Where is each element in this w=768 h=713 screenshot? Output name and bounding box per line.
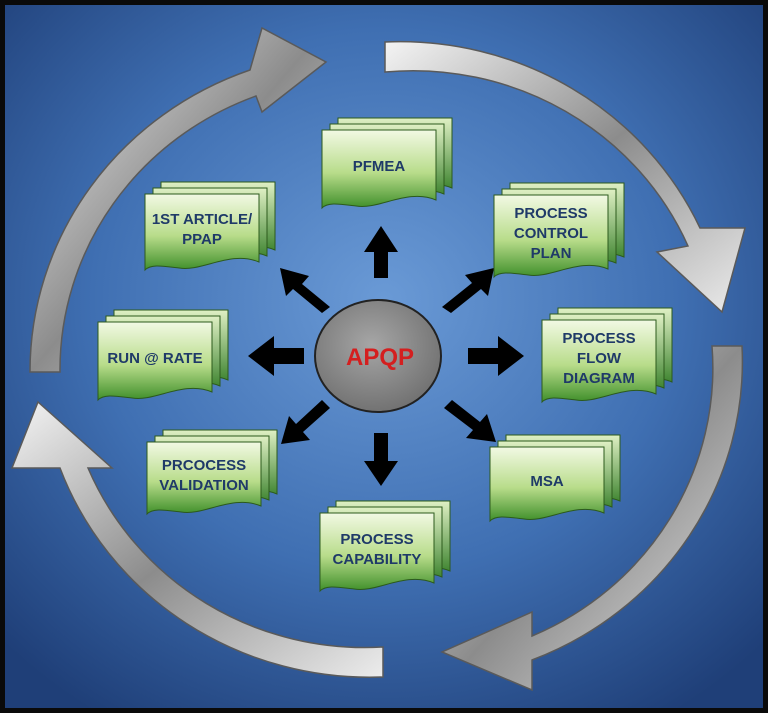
- doc-stack-pfmea: PFMEA: [321, 117, 453, 210]
- doc-label-line: PROCESS: [340, 531, 413, 548]
- doc-sheet-front: [146, 441, 262, 516]
- doc-stack-process-control-plan: PROCESS CONTROL PLAN: [493, 182, 625, 279]
- doc-sheet-front: [493, 194, 609, 279]
- arrow-to-run-at-rate: [248, 336, 304, 376]
- doc-label-line: PROCESS: [562, 330, 635, 347]
- doc-sheet-front: [319, 512, 435, 593]
- doc-label-prcocess-validation: PRCOCESS VALIDATION: [159, 457, 248, 494]
- doc-sheet-front: [144, 193, 260, 272]
- doc-label-line: VALIDATION: [159, 477, 248, 494]
- doc-label-line: PPAP: [182, 231, 222, 248]
- cycle-arrow-bottom-right: [440, 345, 744, 692]
- doc-label-process-capability: PROCESS CAPABILITY: [333, 531, 422, 568]
- doc-label-1st-article-ppap: 1ST ARTICLE/PPAP: [152, 211, 253, 248]
- doc-sheet-front: [97, 321, 213, 402]
- arrow-to-prcocess-validation: [281, 400, 330, 444]
- doc-label-line: FLOW: [577, 350, 622, 367]
- doc-label-line: PROCESS: [514, 205, 587, 222]
- doc-stack-1st-article-ppap: 1ST ARTICLE/PPAP: [144, 181, 276, 272]
- cycle-arrows: [10, 26, 746, 692]
- cycle-arrow-top-left: [29, 26, 328, 373]
- doc-label-process-control-plan: PROCESS CONTROL PLAN: [514, 205, 588, 262]
- doc-label-line: MSA: [530, 473, 564, 490]
- doc-stack-process-capability: PROCESS CAPABILITY: [319, 500, 451, 593]
- doc-label-line: RUN @ RATE: [107, 350, 202, 367]
- doc-stack-process-flow-diagram: PROCESS FLOW DIAGRAM: [541, 307, 673, 404]
- cycle-arrow-bottom-left: [10, 400, 384, 679]
- doc-label-line: CAPABILITY: [333, 551, 422, 568]
- cycle-arrow-top-right: [384, 40, 746, 314]
- doc-label-run-at-rate: RUN @ RATE: [107, 350, 202, 367]
- doc-label-msa: MSA: [530, 473, 564, 490]
- doc-sheet-front: [541, 319, 657, 404]
- doc-label-line: CONTROL: [514, 225, 588, 242]
- doc-sheet-front: [321, 129, 437, 210]
- arrow-to-pfmea: [364, 226, 398, 278]
- hub-circle: [314, 299, 442, 413]
- doc-label-line: PFMEA: [353, 158, 406, 175]
- doc-label-process-flow-diagram: PROCESS FLOW DIAGRAM: [562, 330, 635, 387]
- doc-label-line: PLAN: [531, 245, 572, 262]
- doc-label-line: PRCOCESS: [162, 457, 246, 474]
- arrow-to-process-flow-diagram: [468, 336, 524, 376]
- radial-arrows: [248, 226, 524, 486]
- doc-stack-run-at-rate: RUN @ RATE: [97, 309, 229, 402]
- doc-stack-msa: MSA: [489, 434, 621, 523]
- doc-label-pfmea: PFMEA: [353, 158, 406, 175]
- doc-label-line: 1ST ARTICLE/: [152, 211, 253, 228]
- apqp-hub: APQP: [314, 299, 442, 413]
- arrow-to-process-capability: [364, 433, 398, 486]
- step-documents: PFMEA PROCESS CONTROL PLAN PROCESS FLOW DIAGRA…: [97, 117, 673, 593]
- doc-label-line: DIAGRAM: [563, 370, 635, 387]
- arrow-to-1st-article-ppap: [280, 268, 330, 313]
- doc-sheet-front: [489, 446, 605, 523]
- hub-label: APQP: [346, 344, 414, 371]
- doc-stack-prcocess-validation: PRCOCESS VALIDATION: [146, 429, 278, 516]
- arrow-to-msa: [444, 400, 496, 442]
- arrow-to-process-control-plan: [442, 268, 494, 313]
